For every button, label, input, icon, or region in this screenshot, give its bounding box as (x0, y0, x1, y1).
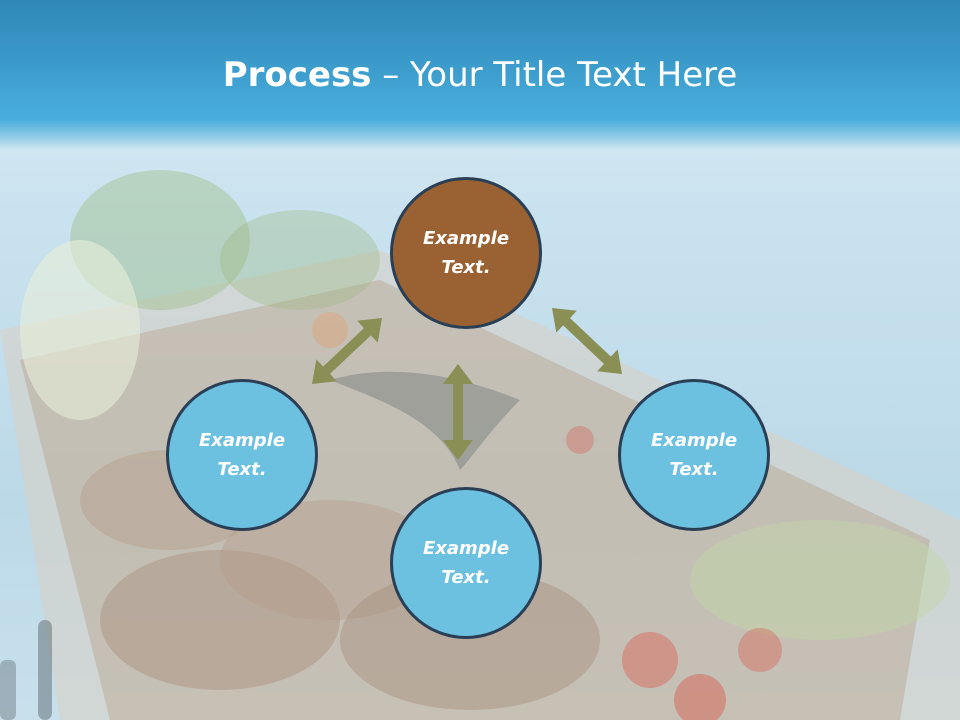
process-node-bottom[interactable]: Example Text. (390, 487, 542, 639)
double-arrow-top-right (552, 308, 622, 374)
title-regular-text: – Your Title Text Here (371, 55, 738, 95)
node-bottom-label: Example Text. (422, 538, 510, 588)
node-right-label: Example Text. (650, 430, 738, 480)
title-bold-text: Process (222, 55, 372, 95)
process-node-top[interactable]: Example Text. (390, 177, 542, 329)
double-arrow-top-left (312, 318, 382, 384)
double-arrow-top-bottom (443, 364, 473, 460)
slide-title: Process – Your Title Text Here (0, 52, 960, 98)
process-node-right[interactable]: Example Text. (618, 379, 770, 531)
process-node-left[interactable]: Example Text. (166, 379, 318, 531)
title-bar (0, 0, 960, 150)
node-top-label: Example Text. (422, 228, 510, 278)
node-left-label: Example Text. (198, 430, 286, 480)
